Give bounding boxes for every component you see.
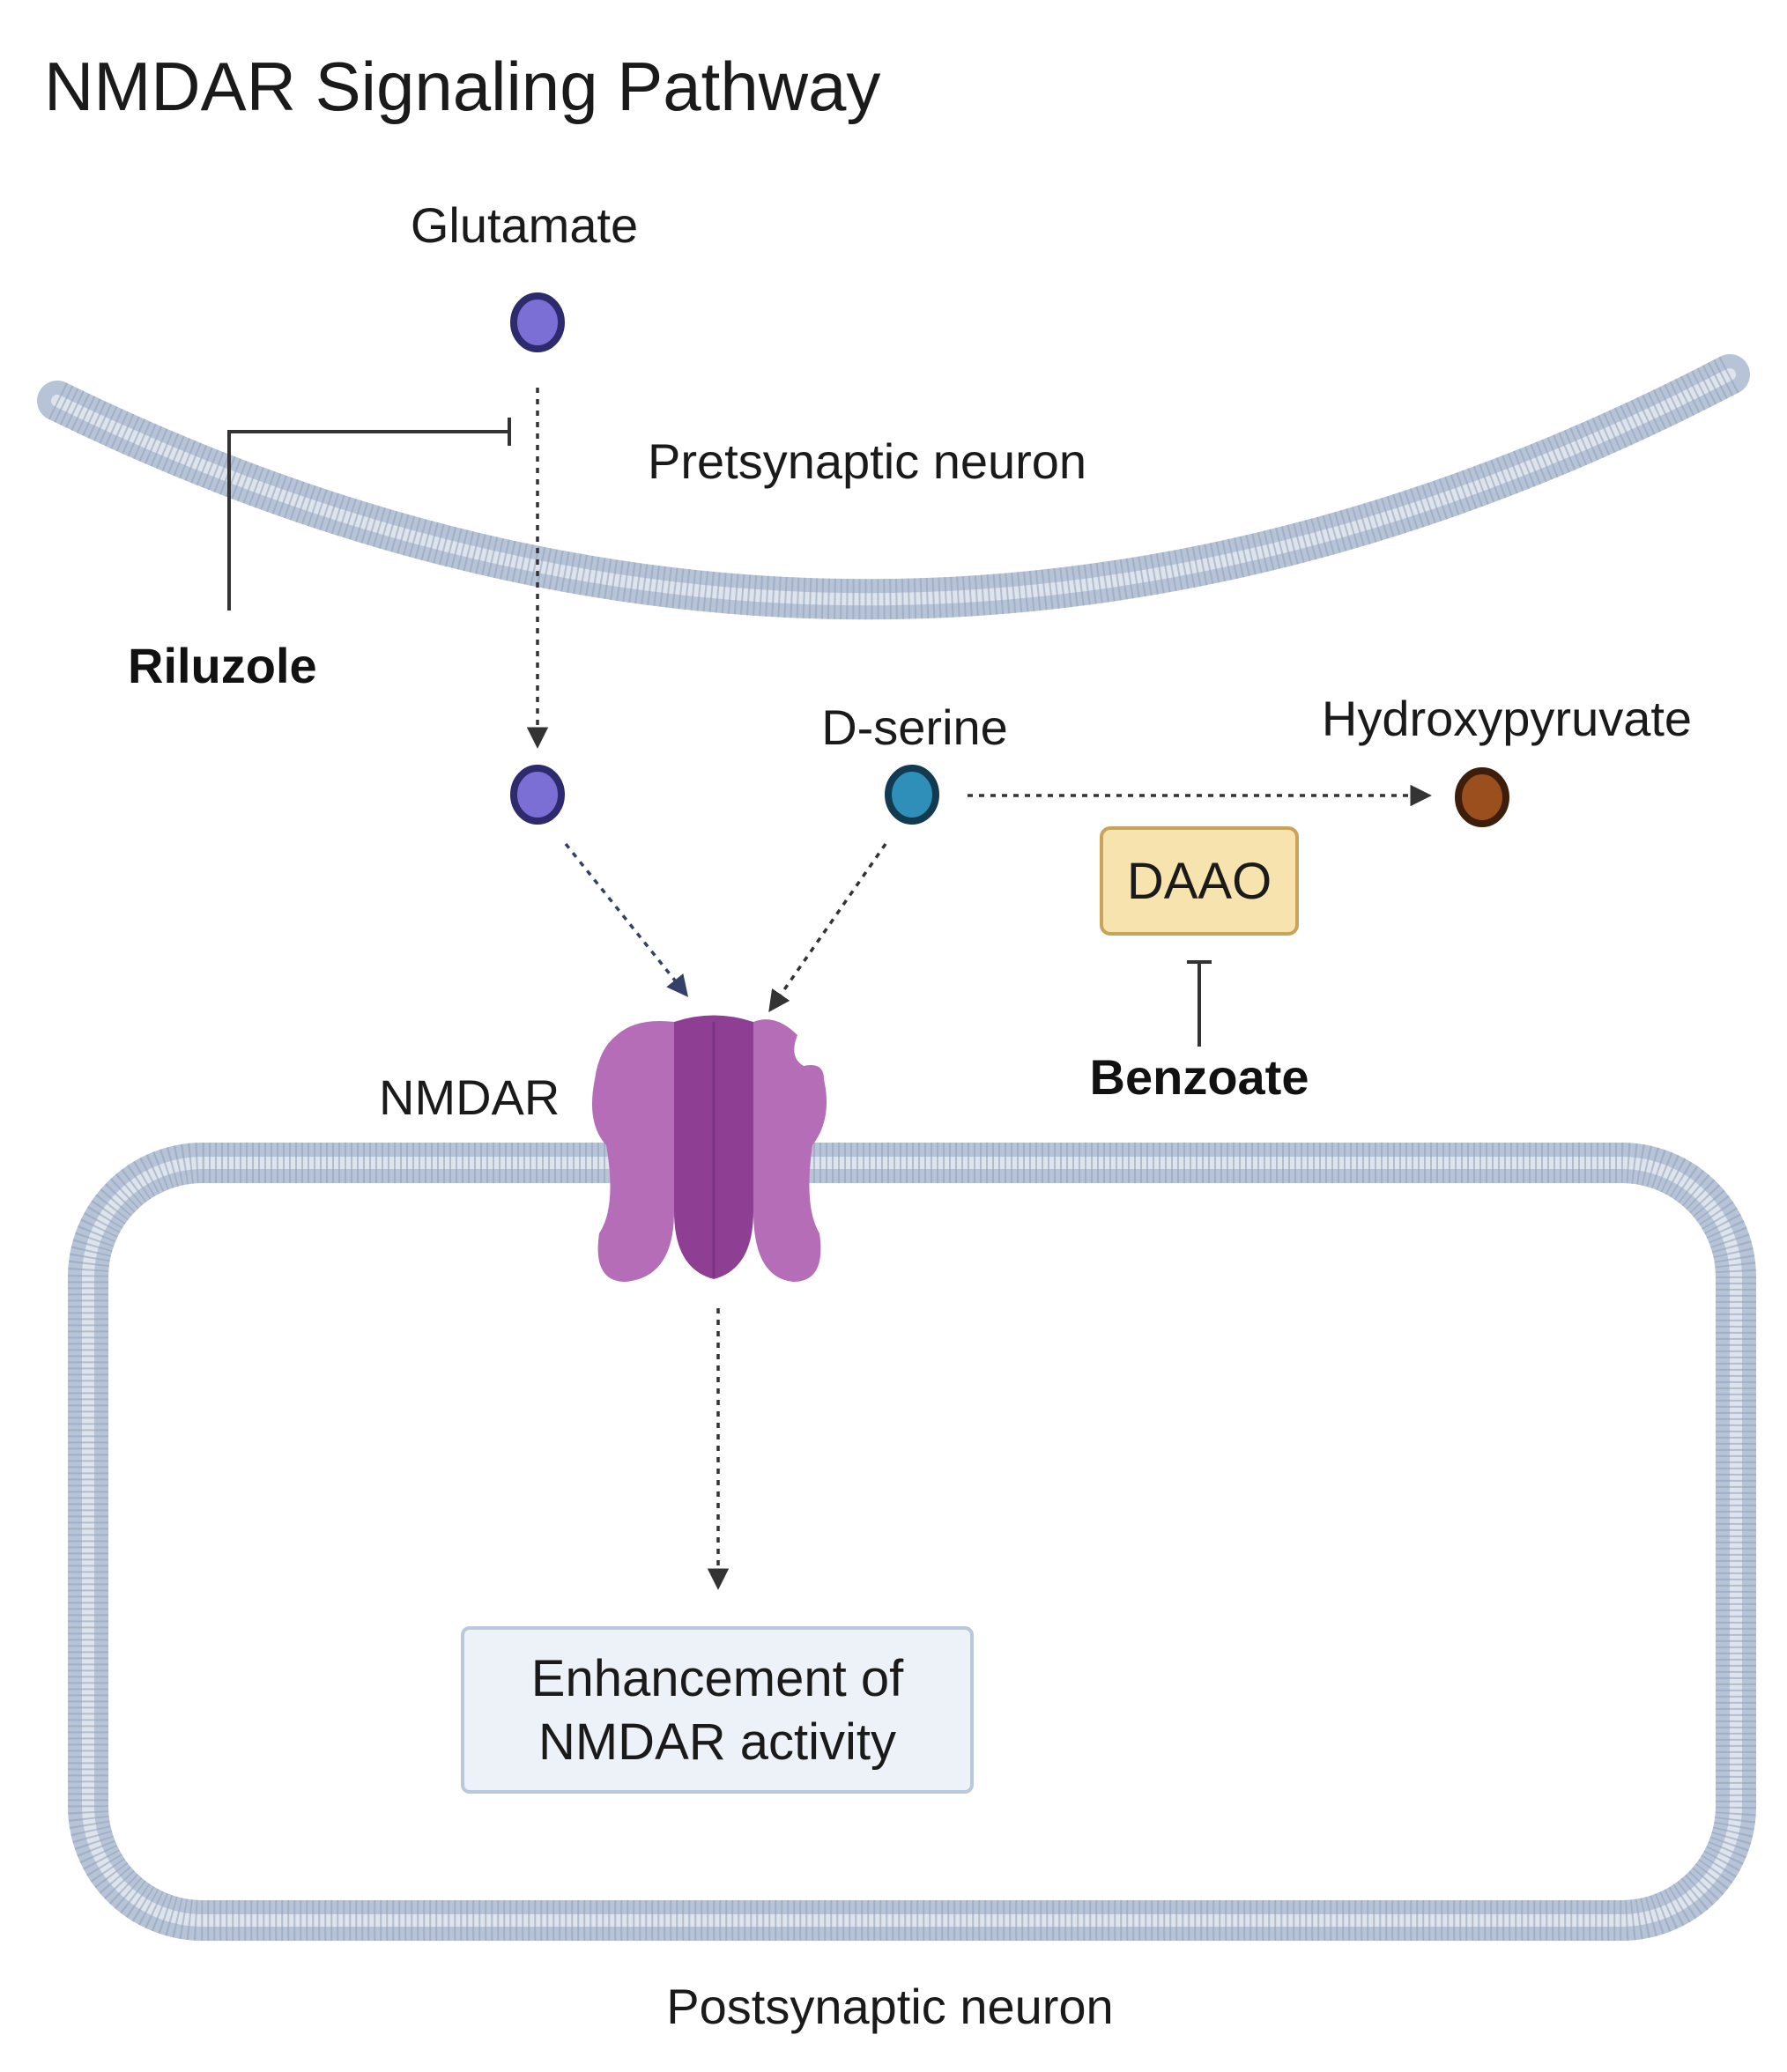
glutamate-label: Glutamate	[411, 197, 638, 253]
benzoate-label: Benzoate	[1090, 1049, 1309, 1105]
enhancement-box: Enhancement of NMDAR activity	[461, 1626, 974, 1794]
riluzole-label: Riluzole	[128, 638, 317, 693]
d-serine-molecule	[885, 765, 939, 825]
d-serine-label: D-serine	[821, 699, 1008, 755]
hydroxypyruvate-label: Hydroxypyruvate	[1322, 691, 1692, 746]
presynaptic-neuron-label: Pretsynaptic neuron	[648, 433, 1086, 489]
presynaptic-membrane	[37, 354, 1750, 620]
page-title: NMDAR Signaling Pathway	[44, 48, 880, 125]
enhancement-label-line2: NMDAR activity	[538, 1713, 896, 1771]
benzoate-inhibition-line	[1187, 960, 1212, 1047]
nmdar-label: NMDAR	[379, 1069, 560, 1125]
glutamate-molecule-top	[510, 292, 565, 352]
postsynaptic-membrane	[68, 1143, 1756, 1941]
glutamate-to-nmdar-arrow	[564, 842, 689, 997]
daao-enzyme-box: DAAO	[1100, 826, 1299, 936]
d-serine-to-nmdar-arrow	[768, 843, 887, 1013]
glutamate-molecule-cleft	[510, 765, 565, 825]
riluzole-inhibition-line	[227, 418, 511, 610]
enhancement-label-line1: Enhancement of	[531, 1650, 904, 1707]
daao-label: DAAO	[1127, 853, 1272, 910]
postsynaptic-neuron-label: Postsynaptic neuron	[666, 1979, 1113, 2034]
hydroxypyruvate-molecule	[1455, 767, 1509, 827]
nmdar-receptor	[591, 1015, 827, 1282]
